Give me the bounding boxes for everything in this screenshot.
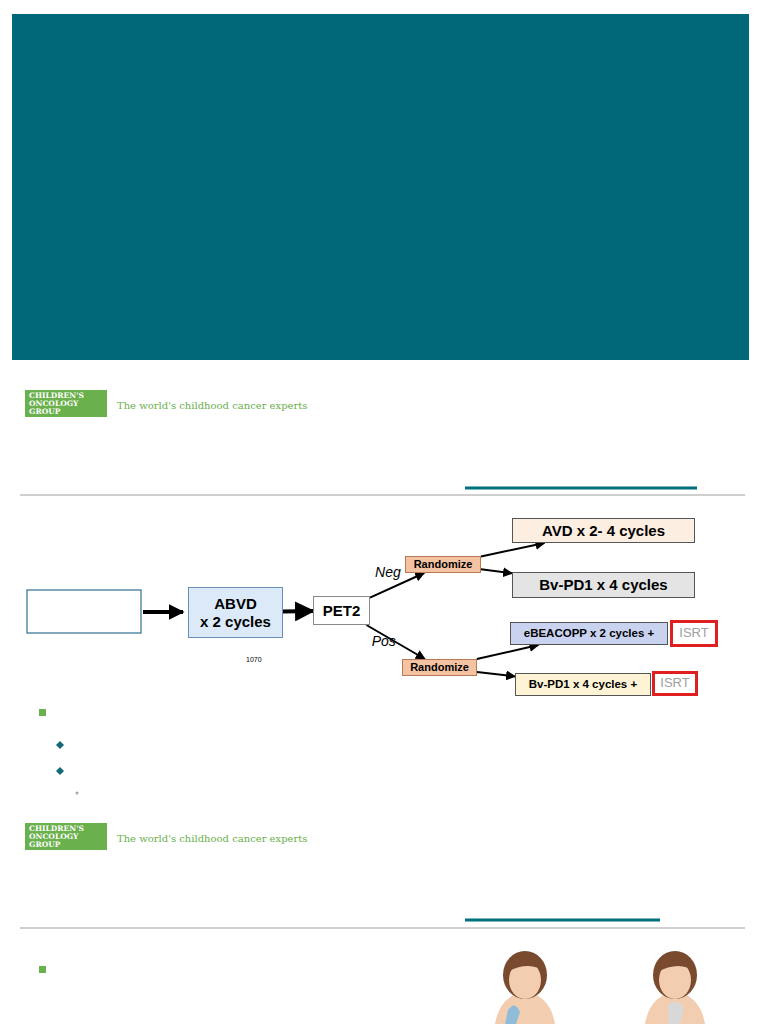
isrt-box: ISRT: [652, 671, 698, 696]
node-text: ISRT: [660, 676, 689, 691]
accent-line: [465, 487, 697, 490]
empty-box: [27, 590, 141, 633]
note-number: 1070: [246, 656, 262, 663]
node-text: eBEACOPP x 2 cycles +: [524, 627, 655, 640]
isrt-box: ISRT: [670, 620, 718, 647]
bullet: [39, 966, 46, 973]
process-box: PET2: [313, 596, 370, 625]
node-text: AVD x 2- 4 cycles: [542, 522, 665, 539]
randomize-box: Randomize: [402, 659, 477, 676]
node-text: CHILDREN'S ONCOLOGY GROUP: [29, 392, 85, 416]
connector-arrow: [283, 609, 313, 614]
node-text: PET2: [323, 602, 361, 619]
node-text: CHILDREN'S ONCOLOGY GROUP: [29, 825, 85, 849]
bullet: [56, 741, 64, 749]
node-text: Randomize: [414, 558, 473, 571]
title-band: [12, 14, 749, 360]
rule-line: [20, 494, 745, 496]
node-text: Bv-PD1 x 4 cycles: [539, 576, 667, 593]
process-box: ABVDx 2 cycles: [188, 587, 283, 638]
connector-arrow: [481, 569, 512, 573]
bullet: [39, 709, 46, 716]
input-arrow: [143, 610, 183, 614]
connector-arrow: [366, 625, 424, 659]
logo-box: CHILDREN'S ONCOLOGY GROUP: [25, 390, 107, 417]
randomize-box: Randomize: [405, 556, 481, 573]
node-text: Randomize: [410, 661, 469, 674]
arm-box: eBEACOPP x 2 cycles +: [510, 622, 668, 645]
node-text: x 2 cycles: [200, 613, 271, 630]
tagline: The world's childhood cancer experts: [117, 833, 307, 844]
edge-label: Neg: [375, 564, 401, 580]
connector-arrow: [477, 672, 515, 677]
connector-arrow: [477, 645, 539, 659]
rule-line: [20, 927, 745, 929]
arm-box: AVD x 2- 4 cycles: [512, 518, 695, 543]
arm-box: Bv-PD1 x 4 cycles +: [515, 673, 651, 696]
bullet: [75, 791, 78, 794]
accent-line: [465, 919, 660, 922]
connector-arrow: [481, 543, 544, 556]
node-text: ABVD: [214, 595, 257, 612]
node-text: Bv-PD1 x 4 cycles +: [529, 678, 637, 691]
arm-box: Bv-PD1 x 4 cycles: [512, 572, 695, 598]
bullet: [56, 767, 64, 775]
woman-illustration: [645, 951, 705, 1024]
node-text: ISRT: [679, 626, 708, 641]
woman-illustration: [495, 951, 555, 1024]
edge-label: Pos: [372, 633, 396, 649]
tagline: The world's childhood cancer experts: [117, 400, 307, 411]
logo-box: CHILDREN'S ONCOLOGY GROUP: [25, 823, 107, 850]
